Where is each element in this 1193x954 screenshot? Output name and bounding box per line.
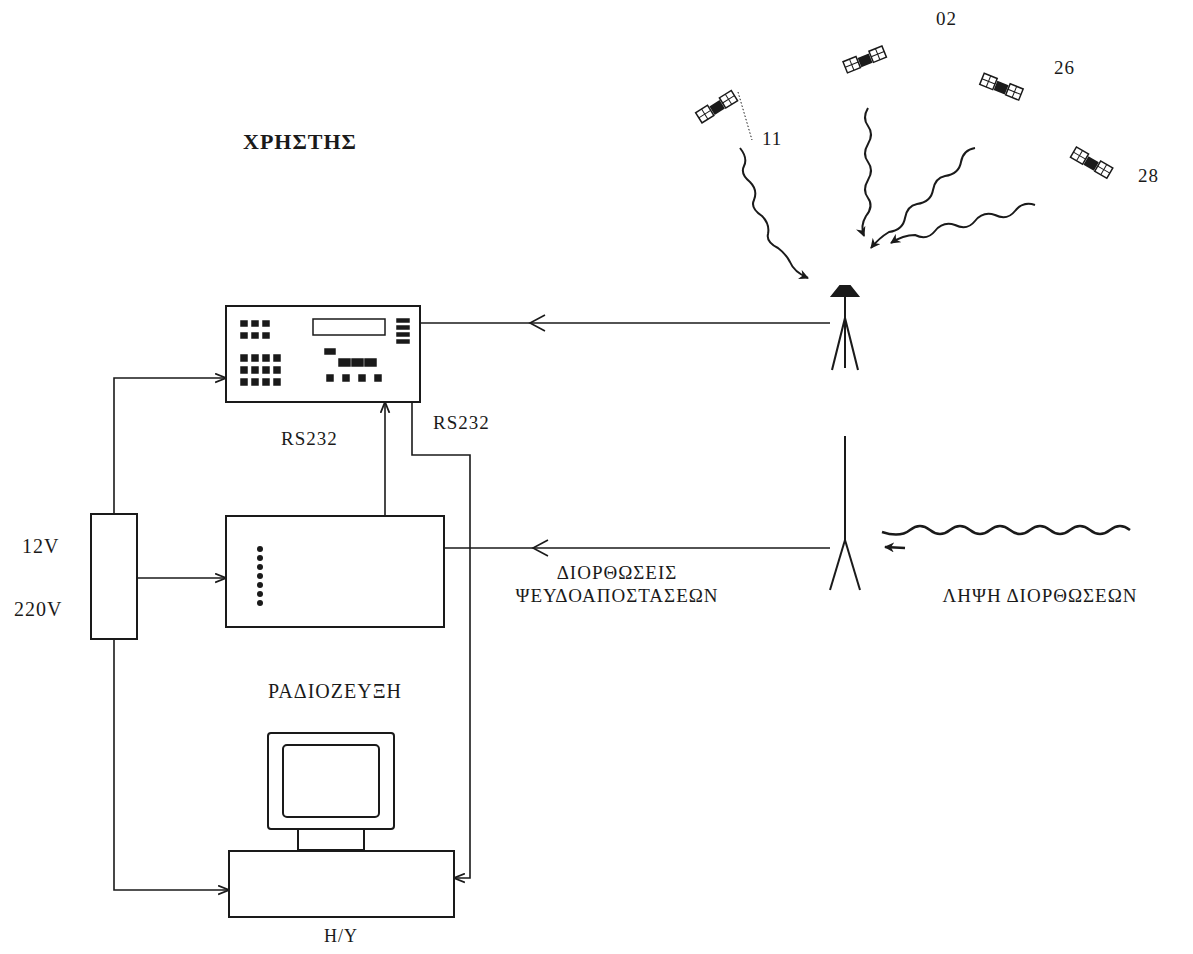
gps-antenna bbox=[832, 286, 858, 370]
signal-label: ΛΗΨΗ ΔΙΟΡΘΩΣΕΩΝ bbox=[900, 585, 1180, 608]
connector bbox=[114, 378, 225, 513]
node-text: 220V bbox=[14, 598, 62, 621]
connector bbox=[384, 403, 386, 515]
satellite-icon bbox=[696, 90, 738, 122]
satellite-number: 02 bbox=[936, 8, 966, 31]
radio-leds bbox=[230, 852, 453, 916]
connector bbox=[114, 640, 228, 890]
power-supply-box: 12V220V bbox=[90, 513, 138, 640]
signal-waves bbox=[740, 108, 1130, 548]
node-text: ΧΡΗΣΤΗΣ bbox=[243, 129, 357, 154]
satellite-number: 11 bbox=[762, 128, 792, 151]
node-text: Η/Υ bbox=[324, 926, 358, 947]
connector bbox=[412, 403, 470, 878]
computer-box: Η/Υ bbox=[228, 850, 455, 918]
satellite-icon bbox=[980, 73, 1023, 100]
edge-label: RS232 bbox=[430, 412, 493, 435]
satellite-icon bbox=[1070, 147, 1112, 178]
node-text: 12V bbox=[22, 535, 59, 558]
signal-label: ΔΙΟΡΘΩΣΕΙΣ ΨΕΥΔΟΑΠΟΣΤΑΣΕΩΝ bbox=[472, 562, 762, 608]
satellite-number: 28 bbox=[1138, 165, 1168, 188]
radio-antenna bbox=[830, 436, 860, 590]
node-text: ΡΑΔΙΟΖΕΥΞΗ bbox=[268, 680, 402, 703]
edge-label: RS232 bbox=[278, 428, 341, 451]
satellite-number: 26 bbox=[1054, 57, 1084, 80]
computer-monitor bbox=[268, 733, 394, 850]
dotted-line bbox=[738, 92, 752, 140]
receiver-panel bbox=[227, 307, 419, 401]
radio-leds bbox=[92, 515, 136, 638]
antenna-cable bbox=[420, 315, 830, 556]
connector bbox=[138, 577, 225, 579]
satellite-icon bbox=[843, 46, 886, 73]
radio-leds bbox=[227, 517, 443, 626]
radio-link-box: ΡΑΔΙΟΖΕΥΞΗ bbox=[225, 515, 445, 628]
gps-receiver-box: ΧΡΗΣΤΗΣ bbox=[225, 305, 421, 403]
